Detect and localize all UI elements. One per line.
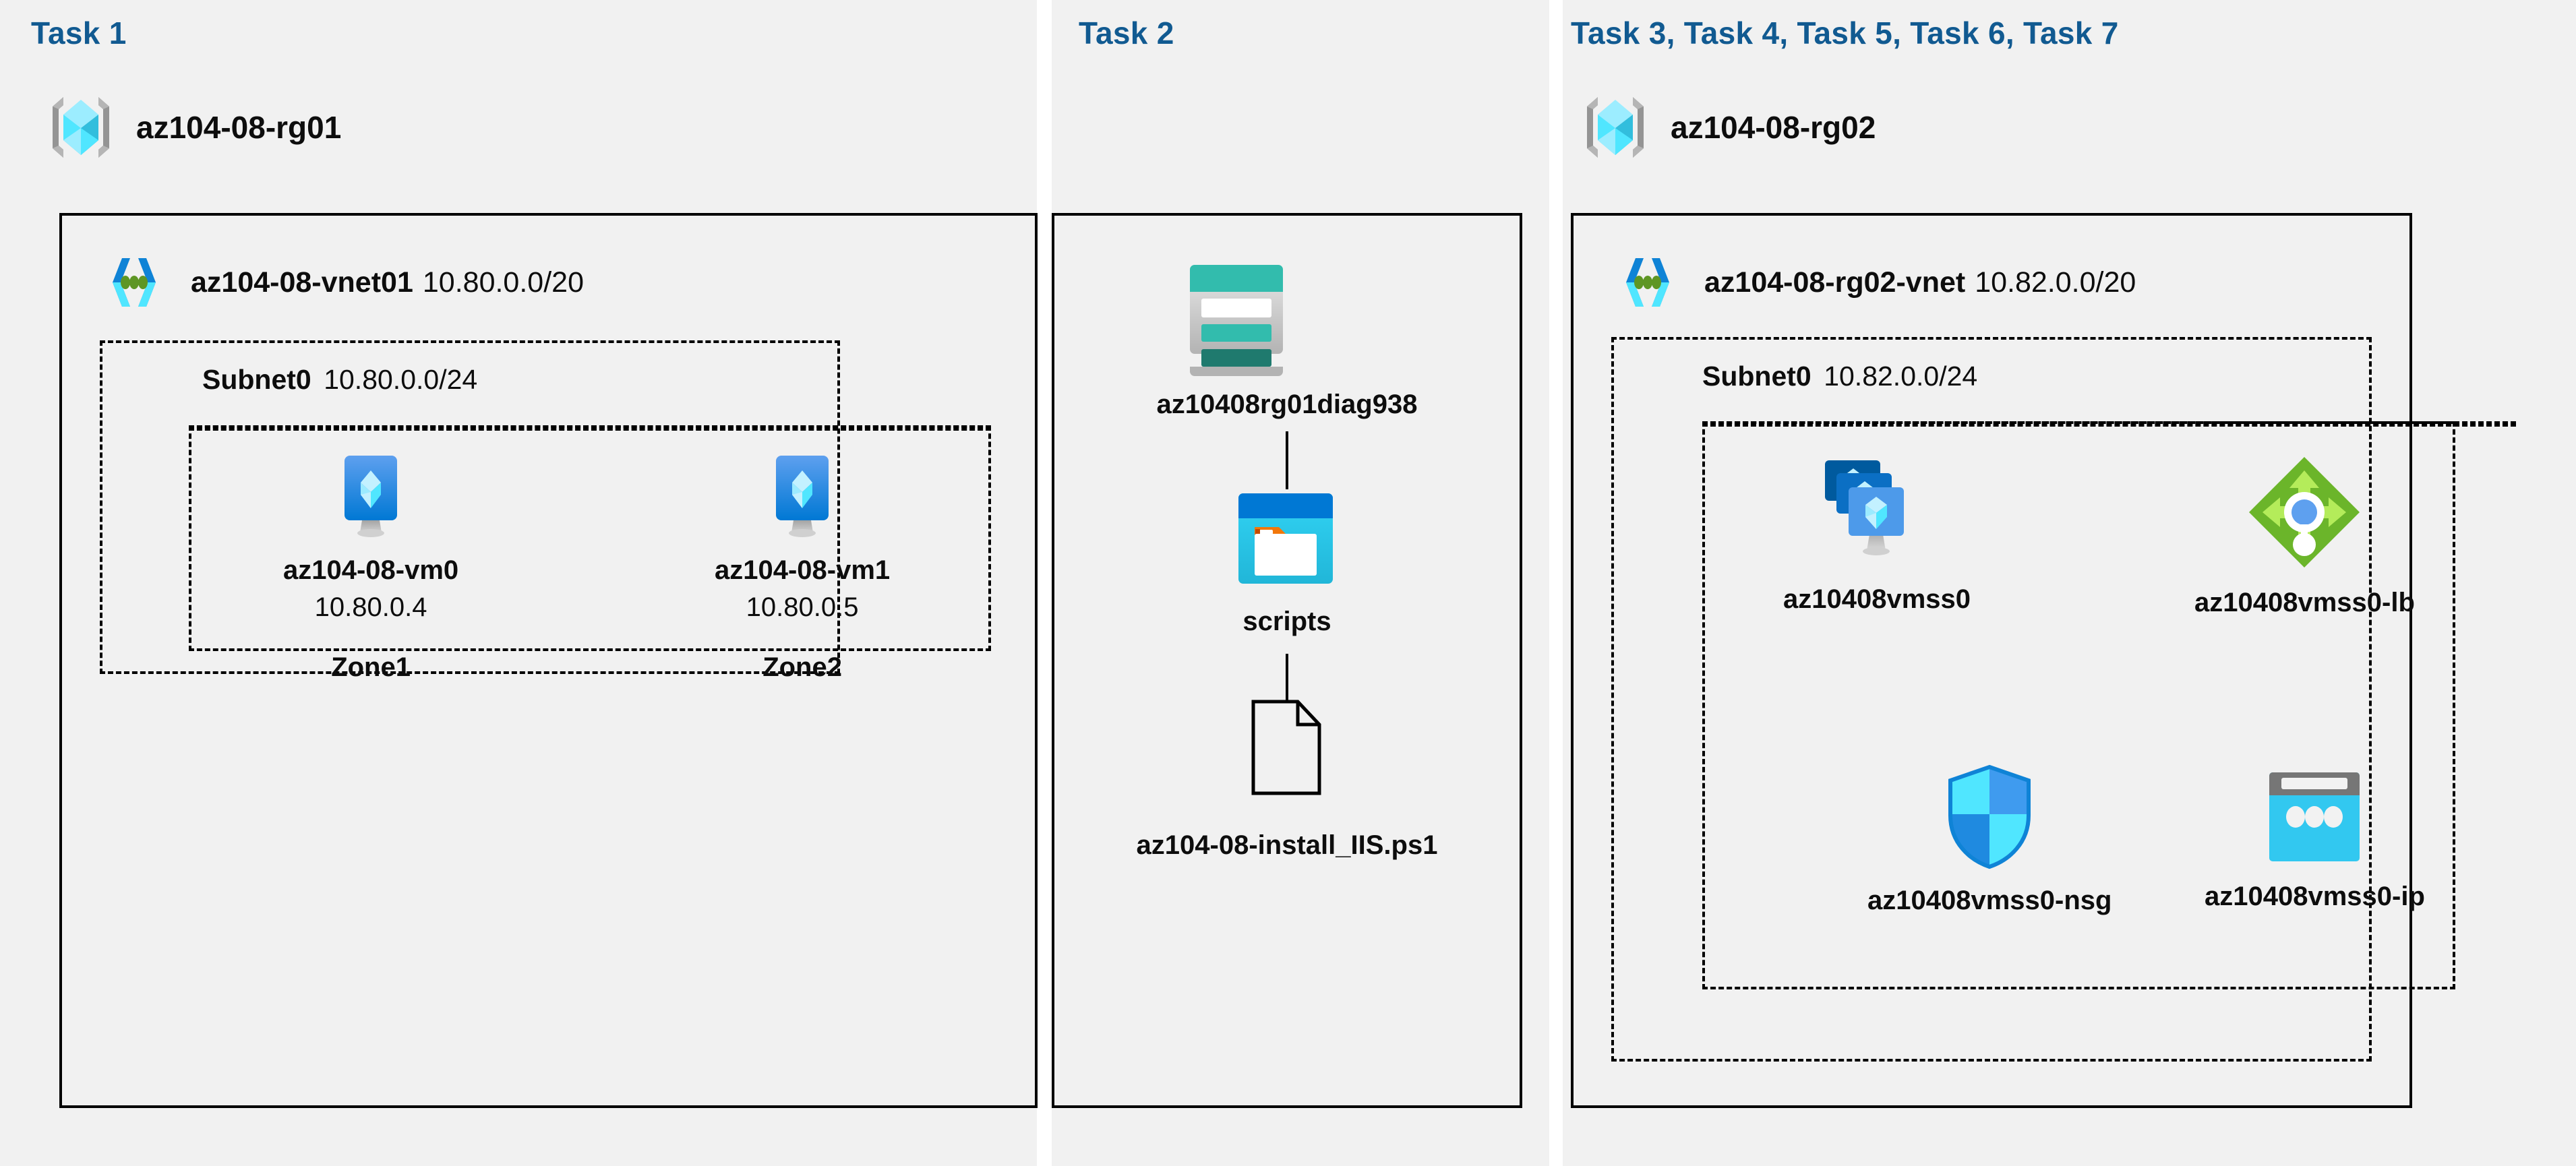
connector-storage-to-scripts [1286, 431, 1288, 489]
storage-account-node [1187, 259, 1286, 359]
public-ip-node: az10408vmss0-ip [2205, 768, 2425, 912]
script-file-icon [1249, 698, 1323, 797]
resource-group-1: az104-08-rg01 [49, 88, 341, 167]
subnet-name-label: Subnet0 [1702, 361, 1811, 392]
resource-group-icon [49, 88, 113, 167]
public-ip-label: az10408vmss0-ip [2205, 882, 2425, 911]
load-balancer-node: az10408vmss0-lb [2194, 452, 2415, 618]
vnet-name-label: az104-08-vnet01 [191, 266, 413, 299]
blob-container-icon [1236, 489, 1336, 589]
vmss-label: az10408vmss0 [1783, 584, 1971, 614]
resource-group-label: az104-08-rg02 [1671, 110, 1876, 145]
resource-group-icon [1583, 88, 1648, 167]
vm-zone-label: Zone2 [762, 652, 842, 682]
vm-node-1: az104-08-vm1 10.80.0.5 Zone2 [715, 453, 890, 683]
task2-box [1052, 213, 1522, 1108]
vm-name-label: az104-08-vm1 [715, 555, 891, 585]
virtual-network-icon [1611, 246, 1684, 319]
storage-account-dark-bar [1201, 349, 1271, 367]
task-title-1: Task 1 [31, 16, 127, 51]
task-title-3-7: Task 3, Task 4, Task 5, Task 6, Task 7 [1571, 16, 2119, 51]
vm-group-box-1 [189, 425, 991, 651]
nsg-label: az10408vmss0-nsg [1867, 886, 2112, 915]
connector-scripts-to-file [1286, 654, 1288, 712]
vnet-name-label: az104-08-rg02-vnet [1704, 266, 1966, 299]
blob-container-label: scripts [1242, 607, 1331, 636]
vm-node-0: az104-08-vm0 10.80.0.4 Zone1 [283, 453, 458, 683]
blob-container-node [1236, 489, 1336, 589]
vnet-header-2: az104-08-rg02-vnet 10.82.0.0/20 [1611, 246, 2136, 319]
storage-account-icon [1187, 259, 1286, 359]
virtual-network-icon [98, 246, 171, 319]
subnet-cidr-label: 10.82.0.0/24 [1824, 361, 1978, 392]
task-title-2: Task 2 [1079, 16, 1174, 51]
subnet-box-2 [1611, 337, 2372, 1062]
subnet-cidr-label: 10.80.0.0/24 [324, 364, 478, 395]
vmss-node: az10408vmss0 [1783, 455, 1971, 615]
vm-name-label: az104-08-vm0 [283, 555, 459, 585]
virtual-machine-icon [333, 453, 409, 541]
resources-box-2 [1702, 421, 2455, 989]
network-security-group-icon [1942, 763, 2037, 871]
load-balancer-icon [2244, 452, 2365, 573]
vm-zone-label: Zone1 [331, 652, 411, 682]
vnet-header-1: az104-08-vnet01 10.80.0.0/20 [98, 246, 584, 319]
vnet-cidr-label: 10.82.0.0/20 [1975, 266, 2136, 299]
subnet-header-2: Subnet0 10.82.0.0/24 [1702, 361, 1977, 392]
subnet-header-1: Subnet0 10.80.0.0/24 [202, 364, 477, 396]
public-ip-address-icon [2264, 768, 2365, 867]
vnet-cidr-label: 10.80.0.0/20 [422, 266, 584, 299]
nsg-node: az10408vmss0-nsg [1867, 763, 2111, 916]
storage-account-label: az10408rg01diag938 [1156, 390, 1418, 419]
script-file-node [1249, 698, 1323, 797]
script-file-label: az104-08-install_IIS.ps1 [1136, 830, 1438, 860]
virtual-machine-icon [765, 453, 840, 541]
subnet-box-1 [100, 340, 840, 674]
subnet-name-label: Subnet0 [202, 364, 311, 395]
vnet-box-1 [59, 213, 1038, 1108]
resource-group-label: az104-08-rg01 [136, 110, 342, 145]
vnet-box-2 [1571, 213, 2412, 1108]
storage-account-base [1190, 367, 1283, 376]
vm-scale-set-icon [1813, 455, 1941, 570]
resource-group-2: az104-08-rg02 [1583, 88, 1876, 167]
load-balancer-label: az10408vmss0-lb [2194, 588, 2415, 617]
vm-ip-label: 10.80.0.5 [746, 592, 859, 622]
vm-ip-label: 10.80.0.4 [314, 592, 427, 622]
